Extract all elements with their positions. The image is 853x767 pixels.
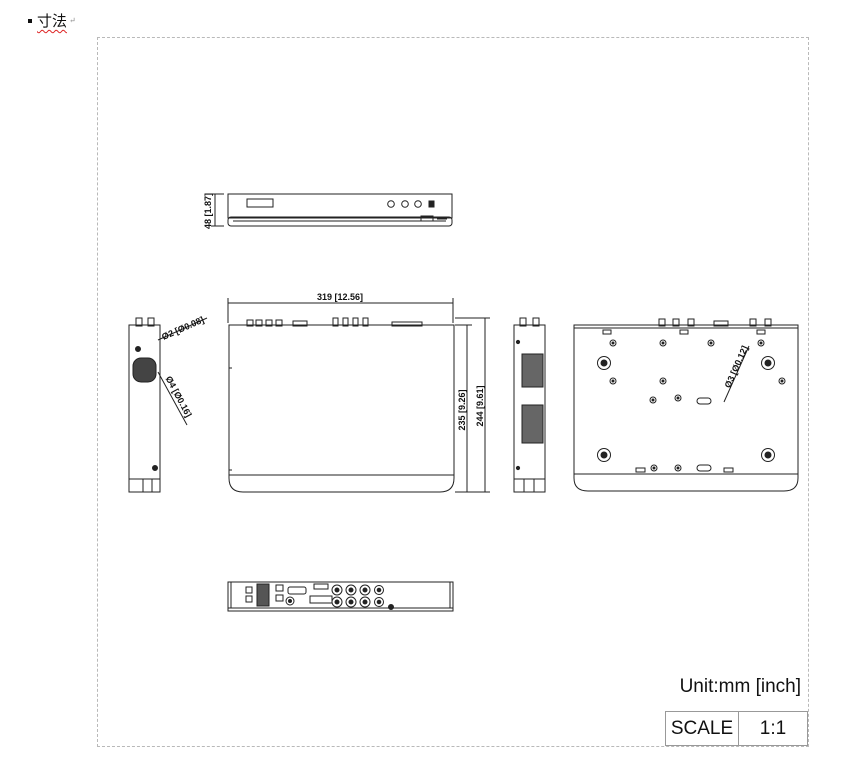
top-view <box>228 317 490 493</box>
hole-medium-dimension-label: Ø4 [Ø0.16] <box>164 374 194 418</box>
width-dimension-label: 319 [12.56] <box>317 292 363 302</box>
left-side-view <box>128 317 208 493</box>
unit-label: Unit:mm [inch] <box>679 676 801 697</box>
bullet-icon <box>28 18 32 23</box>
hole-large-dimension-label: Ø3 [Ø0.12] <box>723 344 750 389</box>
height-dimension-label: 48 [1.87] <box>203 193 213 229</box>
section-heading: 寸法 ↵ <box>28 10 76 31</box>
front-view <box>211 193 453 227</box>
return-mark-icon: ↵ <box>69 16 76 25</box>
rear-view <box>227 581 454 612</box>
scale-table: SCALE 1:1 <box>665 711 808 746</box>
heading-text: 寸法 <box>37 12 68 30</box>
right-side-view <box>513 317 546 493</box>
hole-small-dimension-label: Ø2 [Ø0.08] <box>160 315 205 342</box>
scale-value: 1:1 <box>759 717 787 739</box>
drawing-frame <box>97 37 809 747</box>
scale-label: SCALE <box>666 712 739 745</box>
depth-total-dimension-label: 244 [9.61] <box>475 385 485 426</box>
depth-body-dimension-label: 235 [9.26] <box>457 389 467 430</box>
bottom-view <box>573 318 799 492</box>
